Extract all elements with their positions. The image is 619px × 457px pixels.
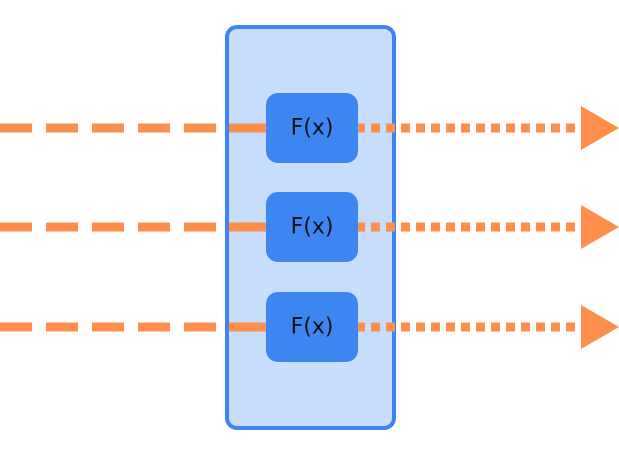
- arrowheads: [581, 106, 619, 349]
- function-node-label: F(x): [291, 315, 334, 340]
- function-node-box: [266, 192, 358, 262]
- function-node-1: F(x): [266, 93, 358, 163]
- function-node-label: F(x): [291, 215, 334, 240]
- function-node-3: F(x): [266, 292, 358, 362]
- arrowhead-1: [581, 106, 619, 150]
- function-node-label: F(x): [291, 116, 334, 141]
- output-lines: [356, 123, 582, 332]
- input-lines-inside-panel: [229, 123, 268, 332]
- arrowhead-2: [581, 205, 619, 249]
- arrowhead-3: [581, 305, 619, 349]
- function-node-2: F(x): [266, 192, 358, 262]
- function-node-box: [266, 292, 358, 362]
- function-node-box: [266, 93, 358, 163]
